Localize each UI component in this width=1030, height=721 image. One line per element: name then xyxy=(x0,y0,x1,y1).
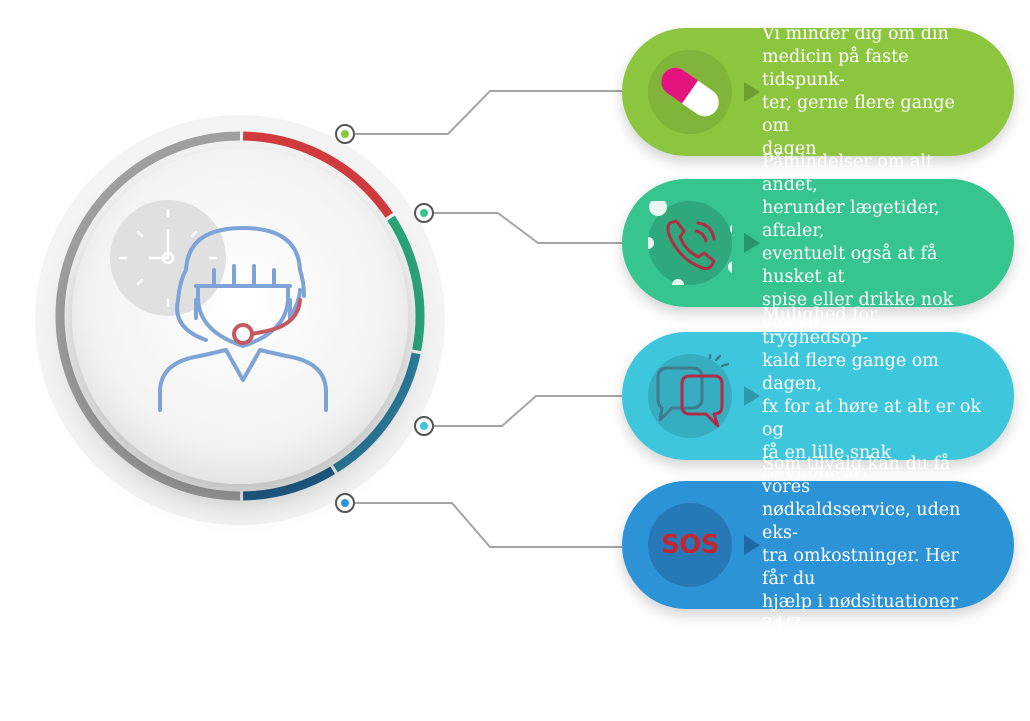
text-line: tra omkostninger. Her får du xyxy=(762,546,959,589)
text-line: herunder lægetider, aftaler, xyxy=(762,198,940,241)
ring-segment-blue xyxy=(333,352,421,473)
text-line: nødkaldsservice, uden eks- xyxy=(762,500,961,543)
feature-pill-emergency: SOS Som tilvalg kan du få vores nødkalds… xyxy=(622,454,1014,635)
text-line: kald flere gange om dagen, xyxy=(762,351,939,394)
pointer-arrow xyxy=(744,82,760,102)
ring-segment-teal xyxy=(387,215,425,352)
clock-icon xyxy=(110,200,226,316)
ring-segment-navy xyxy=(242,466,336,501)
text-line: eventuelt også at få husket at xyxy=(762,244,938,287)
feature-pill-safety-calls: Mulighed for tryghedsop- kald flere gang… xyxy=(622,305,1014,486)
connector-line-4 xyxy=(355,502,622,548)
pointer-arrow xyxy=(744,535,760,555)
connector-line-1 xyxy=(355,90,622,135)
feature-pill-medicine: Vi minder dig om din medicin på faste ti… xyxy=(622,24,1014,159)
sos-icon: SOS xyxy=(648,503,732,587)
ring-segment-gray xyxy=(55,131,241,501)
connector-dots xyxy=(335,124,434,513)
text-line: dagen xyxy=(762,139,817,159)
feature-pill-reminders: Påmindelser om alt andet, herunder læget… xyxy=(622,152,1014,333)
phone-ringing-icon xyxy=(648,201,732,285)
text-line: hjælp i nødsituationer 24/7 xyxy=(762,592,959,635)
text-line: Vi minder dig om din xyxy=(762,24,949,44)
pill-capsule-icon xyxy=(648,50,732,134)
connector-line-2 xyxy=(434,212,622,244)
connector-line-3 xyxy=(434,395,622,427)
text-line: Mulighed for tryghedsop- xyxy=(762,305,878,348)
pointer-arrow xyxy=(744,386,760,406)
sos-label: SOS xyxy=(660,530,720,560)
ring-segment-red xyxy=(243,131,393,218)
feature-text-medicine: Vi minder dig om din medicin på faste ti… xyxy=(762,24,984,159)
text-line: Som tilvalg kan du få vores xyxy=(762,454,951,497)
center-disc xyxy=(72,148,408,484)
feature-text-safety-calls: Mulighed for tryghedsop- kald flere gang… xyxy=(762,305,984,486)
text-line: fx for at høre at alt er ok og xyxy=(762,397,982,440)
feature-text-emergency: Som tilvalg kan du få vores nødkaldsserv… xyxy=(762,454,984,635)
headset-support-agent-icon xyxy=(158,226,328,412)
pointer-arrow xyxy=(744,233,760,253)
text-line: Påmindelser om alt andet, xyxy=(762,152,934,195)
feature-text-reminders: Påmindelser om alt andet, herunder læget… xyxy=(762,152,984,333)
chat-bubbles-icon xyxy=(648,354,732,438)
text-line: ter, gerne flere gange om xyxy=(762,93,955,136)
text-line: medicin på faste tidspunk- xyxy=(762,47,909,90)
text-line: spise eller drikke nok væske xyxy=(762,290,954,333)
